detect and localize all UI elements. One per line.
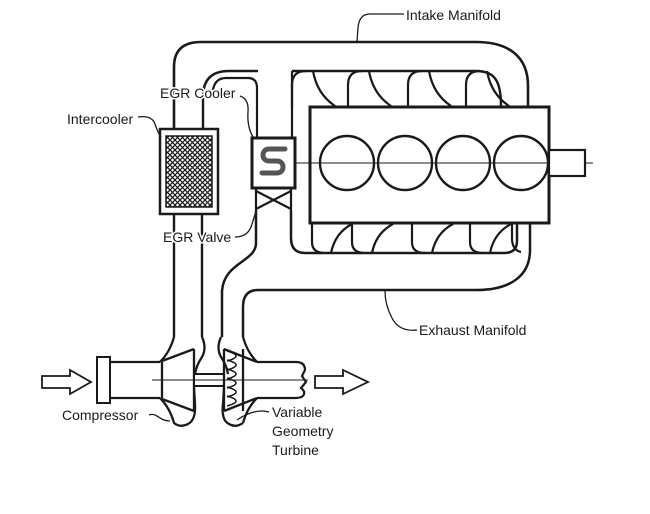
crankshaft-stub xyxy=(547,148,587,178)
leader-lines xyxy=(137,13,418,422)
intercooler-core xyxy=(165,135,213,208)
compressor-inlet-flange xyxy=(96,356,111,404)
exhaust-runners xyxy=(310,223,522,255)
label-egr-cooler: EGR Cooler xyxy=(160,85,236,101)
turbine-outlet-duct xyxy=(257,360,308,400)
label-intake-manifold: Intake Manifold xyxy=(406,7,501,23)
egr-valve-leader xyxy=(234,210,257,238)
label-exhaust-manifold: Exhaust Manifold xyxy=(419,322,526,338)
compressor-leader xyxy=(148,413,171,422)
egr-valve xyxy=(254,188,293,211)
egr-cooler-coil xyxy=(259,146,288,176)
air-inlet-arrow xyxy=(41,368,93,396)
label-egr-valve: EGR Valve xyxy=(163,229,231,245)
exhaust-manifold-pipe xyxy=(220,211,532,337)
intercooler xyxy=(158,127,220,216)
exhaust-outlet-arrow xyxy=(314,368,371,396)
turbine-housing xyxy=(217,336,258,427)
compressor-outlet-pipe xyxy=(172,214,204,337)
label-turbine-line3: Turbine xyxy=(272,442,319,458)
label-turbine-line1: Variable xyxy=(272,404,323,420)
turbine-wheel xyxy=(222,347,258,413)
engine-block xyxy=(296,105,593,225)
turbine-vanes xyxy=(226,350,237,407)
label-intercooler: Intercooler xyxy=(67,111,133,127)
egr-cooler-leader xyxy=(239,95,254,138)
intake-manifold-leader xyxy=(356,13,404,42)
turbocharger xyxy=(96,336,308,427)
intake-runners xyxy=(290,69,510,107)
intercooler-leader xyxy=(137,116,162,138)
label-turbine-line2: Geometry xyxy=(272,423,333,439)
exhaust-manifold-leader xyxy=(384,290,418,331)
egr-cooler xyxy=(211,71,297,190)
turbine-leader xyxy=(236,410,270,421)
label-compressor: Compressor xyxy=(62,407,139,423)
